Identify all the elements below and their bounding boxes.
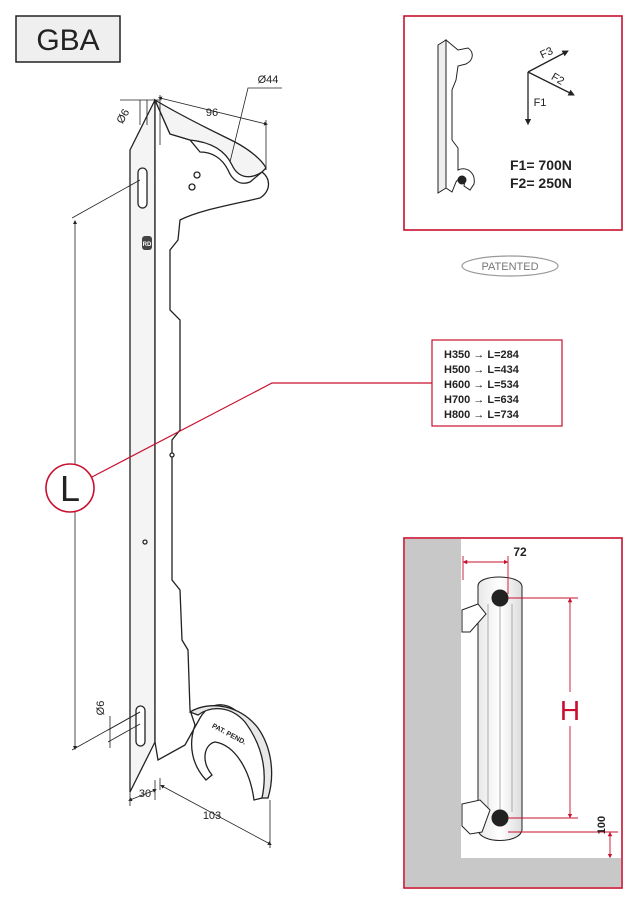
length-leader-line [89, 382, 432, 479]
force-f1-value: F1= 700N [510, 157, 572, 173]
dim-hole-top: Ø6 [115, 107, 133, 126]
bracket-drawing [129, 98, 273, 801]
length-table: H350 → L=284 H500 → L=434 H600 → L=534 H… [431, 339, 563, 427]
height-symbol: H [560, 695, 580, 726]
floor [405, 858, 621, 887]
wall-offset-dimension [462, 556, 509, 594]
wall-offset-value: 72 [513, 545, 527, 559]
bracket-main-plate [154, 99, 270, 801]
force-arrows [524, 50, 575, 126]
length-table-row: H800 → L=734 [444, 409, 520, 421]
dim-pipe-diameter: Ø44 [258, 74, 279, 86]
install-panel: 72 H 100 [403, 537, 623, 889]
model-label-box: GBA [15, 15, 121, 63]
patented-badge: PATENTED [461, 255, 559, 277]
force-f1-label: F1 [534, 97, 547, 109]
dim-width-top: 96 [206, 107, 218, 119]
wall [405, 539, 461, 887]
dim-hole-bottom: Ø6 [95, 701, 107, 716]
length-symbol: L [60, 468, 80, 509]
model-label: GBA [36, 24, 99, 57]
length-table-row: H350 → L=284 [444, 349, 520, 361]
force-f2-value: F2= 250N [510, 175, 572, 191]
length-table-row: H700 → L=634 [444, 394, 520, 406]
floor-offset-dimension [508, 831, 618, 859]
force-f3-label: F3 [538, 45, 555, 61]
force-f2-label: F2 [549, 71, 566, 88]
length-table-row: H600 → L=534 [444, 379, 520, 391]
bracket-logo: RD [143, 242, 152, 248]
length-callout-circle [45, 463, 95, 513]
dim-depth-bottom: 30 [139, 788, 151, 800]
length-table-row: H500 → L=434 [444, 364, 520, 376]
dim-width-bottom: 103 [203, 810, 221, 822]
radiator [461, 576, 523, 841]
force-panel-bracket-sketch [437, 38, 475, 194]
patented-text: PATENTED [481, 261, 538, 273]
force-panel: F3 F2 F1 F1= 700N F2= 250N [403, 15, 623, 231]
floor-offset-value: 100 [596, 816, 608, 834]
